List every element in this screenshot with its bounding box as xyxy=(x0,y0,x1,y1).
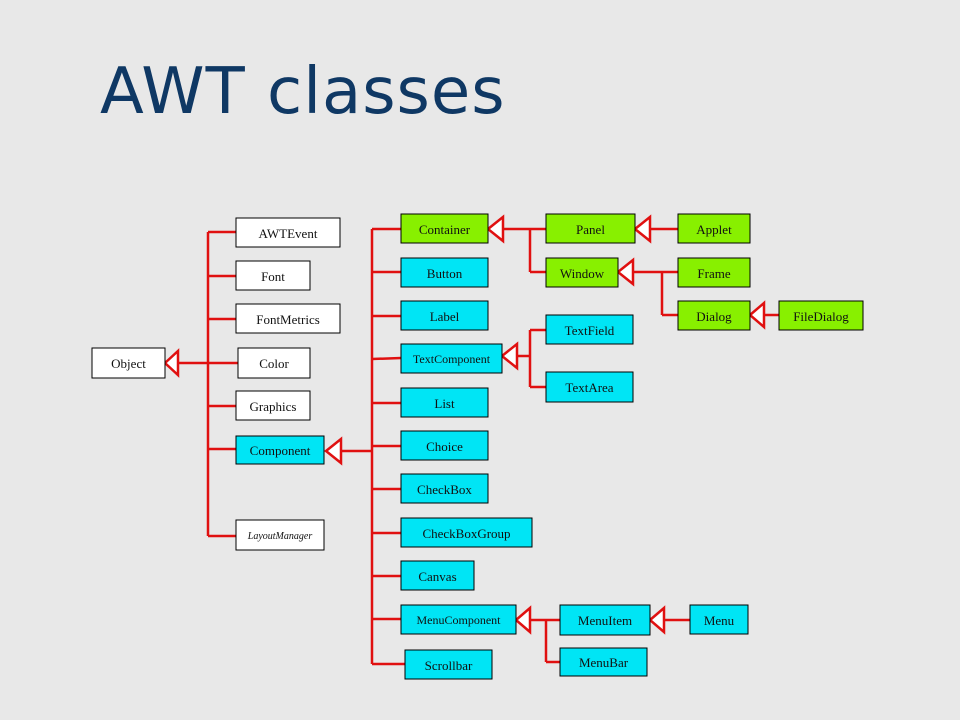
node-component-label: Component xyxy=(250,443,311,458)
node-choice-label: Choice xyxy=(426,439,463,454)
node-canvas: Canvas xyxy=(400,560,475,591)
node-scrollbar: Scrollbar xyxy=(404,649,493,680)
arrowhead-component xyxy=(323,436,343,466)
node-font-label: Font xyxy=(261,269,285,284)
node-color-label: Color xyxy=(259,356,289,371)
node-filedialog-label: FileDialog xyxy=(793,309,849,324)
node-object-label: Object xyxy=(111,356,146,371)
node-menucomponent: MenuComponent xyxy=(400,604,517,635)
node-textcomponent-label: TextComponent xyxy=(413,352,491,366)
node-menubar: MenuBar xyxy=(559,647,648,677)
inheritance-connectors xyxy=(178,227,779,666)
node-checkboxgroup-label: CheckBoxGroup xyxy=(422,526,510,541)
node-applet: Applet xyxy=(677,213,751,244)
node-canvas-label: Canvas xyxy=(418,569,456,584)
node-applet-label: Applet xyxy=(696,222,732,237)
node-label-label: Label xyxy=(430,309,460,324)
arrowhead-menuitem xyxy=(648,605,666,635)
node-checkboxgroup: CheckBoxGroup xyxy=(400,517,533,548)
node-window: Window xyxy=(545,257,619,288)
node-button-label: Button xyxy=(427,266,463,281)
node-container: Container xyxy=(400,213,489,244)
node-fontmetrics: FontMetrics xyxy=(235,303,341,334)
node-choice: Choice xyxy=(400,430,489,461)
arrowhead-dialog xyxy=(748,300,766,330)
node-menuitem: MenuItem xyxy=(559,604,651,636)
node-menu-label: Menu xyxy=(704,613,735,628)
node-menuitem-label: MenuItem xyxy=(578,613,632,628)
node-textfield: TextField xyxy=(545,314,634,345)
node-panel: Panel xyxy=(545,213,636,244)
arrowhead-menucomponent xyxy=(514,605,532,635)
node-textarea-label: TextArea xyxy=(565,380,613,395)
node-dialog: Dialog xyxy=(677,300,751,331)
node-list-label: List xyxy=(434,396,455,411)
arrowhead-container xyxy=(485,214,505,244)
node-graphics: Graphics xyxy=(235,390,311,421)
node-component: Component xyxy=(235,435,325,465)
node-label: Label xyxy=(400,300,489,331)
node-window-label: Window xyxy=(560,266,605,281)
inheritance-arrowheads xyxy=(163,214,766,635)
node-menucomponent-label: MenuComponent xyxy=(417,613,502,627)
node-filedialog: FileDialog xyxy=(778,300,864,331)
arrowhead-object xyxy=(163,348,180,378)
node-container-label: Container xyxy=(419,222,471,237)
node-layoutmanager-label: LayoutManager xyxy=(247,531,313,542)
node-checkbox-label: CheckBox xyxy=(417,482,472,497)
node-textfield-label: TextField xyxy=(565,323,615,338)
node-checkbox: CheckBox xyxy=(400,473,489,504)
node-button: Button xyxy=(400,257,489,288)
node-menu: Menu xyxy=(689,604,749,635)
node-color: Color xyxy=(237,347,311,379)
node-frame: Frame xyxy=(677,257,751,288)
arrowhead-panel xyxy=(632,214,652,244)
node-panel-label: Panel xyxy=(576,222,605,237)
node-menubar-label: MenuBar xyxy=(579,655,629,670)
node-font: Font xyxy=(235,260,311,291)
node-textarea: TextArea xyxy=(545,371,634,403)
node-fontmetrics-label: FontMetrics xyxy=(256,312,320,327)
node-object: Object xyxy=(91,347,166,379)
arrowhead-textcomponent xyxy=(499,341,519,371)
node-list: List xyxy=(400,387,489,418)
page-title: AWT classes xyxy=(100,55,506,129)
node-awtevent-label: AWTEvent xyxy=(259,226,318,241)
node-layoutmanager: LayoutManager xyxy=(235,519,325,551)
node-textcomponent: TextComponent xyxy=(400,343,503,374)
node-awtevent: AWTEvent xyxy=(235,217,341,248)
node-scrollbar-label: Scrollbar xyxy=(425,658,473,673)
node-frame-label: Frame xyxy=(697,266,730,281)
arrowhead-window xyxy=(615,257,635,287)
node-graphics-label: Graphics xyxy=(250,399,297,414)
node-dialog-label: Dialog xyxy=(696,309,732,324)
